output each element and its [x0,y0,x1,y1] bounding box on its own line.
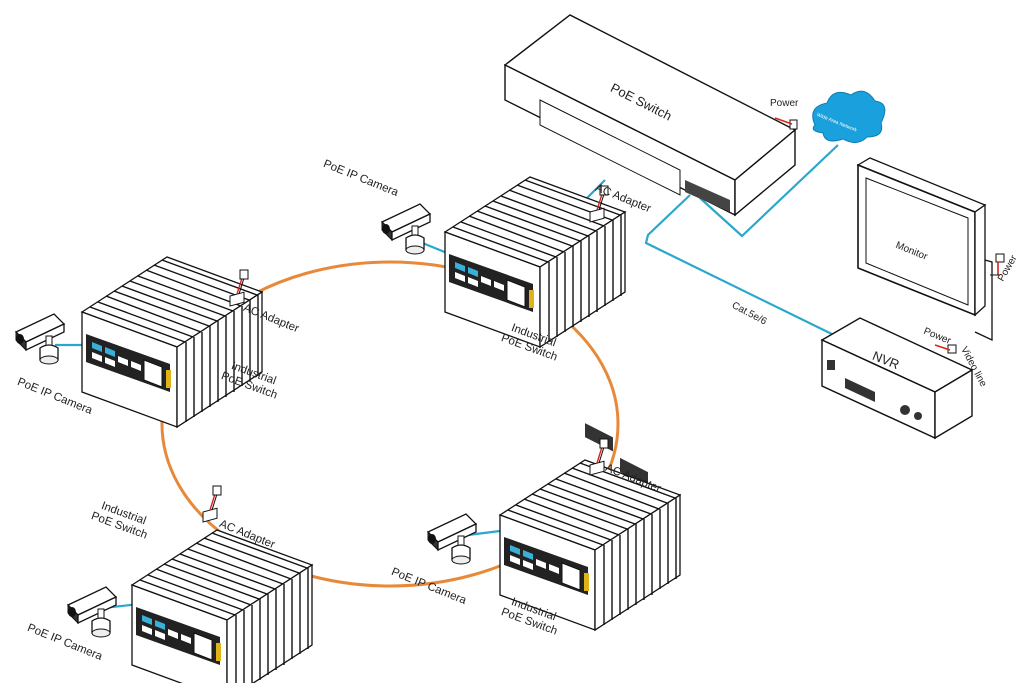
camera-top [381,203,431,255]
monitor [856,157,1005,342]
camera-bottom [67,586,117,638]
ac-adapter-bottom [202,485,222,523]
main-poe-switch [503,14,798,487]
industrial-switch-top [444,176,626,348]
industrial-switch-left [81,256,263,428]
nvr [820,317,974,440]
power-label-switch: Power [770,98,799,109]
wan-cloud [812,90,886,143]
industrial-switch-bottom [131,529,313,683]
camera-right [427,513,477,565]
ring-backbone [160,260,620,588]
camera-left [15,313,65,365]
